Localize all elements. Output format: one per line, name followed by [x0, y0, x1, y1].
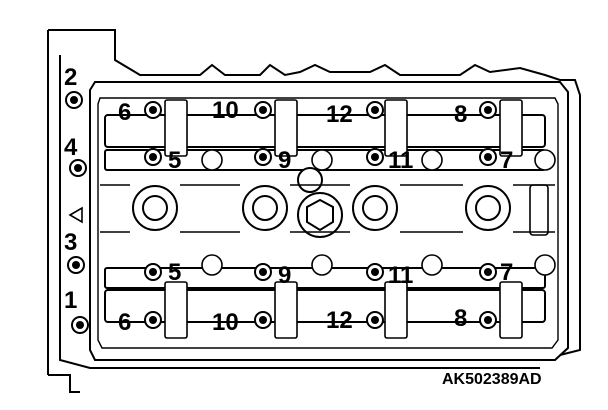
bolt-center: [484, 316, 492, 324]
bolt-label-10-lower: 10: [212, 309, 239, 336]
cam-caps: [164, 99, 523, 339]
bolt-label-9-upper: 9: [278, 147, 291, 174]
bolt-center: [76, 321, 84, 329]
cap-studs: [201, 149, 556, 276]
bolt-center: [371, 153, 379, 161]
bolt-label-6-lower: 6: [118, 309, 131, 336]
bolt-label-12-lower: 12: [326, 307, 353, 334]
bolt-center: [72, 261, 80, 269]
bolt-center: [371, 268, 379, 276]
bolt-label-9-lower: 9: [278, 262, 291, 289]
bolt-label-10-upper: 10: [212, 97, 239, 124]
bolt-label-7-lower: 7: [500, 259, 513, 286]
bolt-center: [149, 268, 157, 276]
bolt-center: [149, 153, 157, 161]
spark-plug-bores: [132, 167, 511, 238]
figure-reference-code: AK502389AD: [442, 371, 542, 388]
bolt-label-1: 1: [64, 287, 77, 314]
bolt-center: [259, 316, 267, 324]
bolt-label-7-upper: 7: [500, 147, 513, 174]
bolt-center: [371, 316, 379, 324]
bolt-label-12-upper: 12: [326, 101, 353, 128]
bolt-label-11-upper: 11: [388, 147, 413, 174]
head-outline: [47, 29, 581, 393]
bolt-center: [484, 153, 492, 161]
bolt-center: [259, 268, 267, 276]
bolt-center: [259, 153, 267, 161]
bolt-center: [149, 106, 157, 114]
bolt-center: [259, 106, 267, 114]
bolt-label-4: 4: [64, 134, 78, 161]
bolt-label-8-lower: 8: [454, 305, 467, 332]
bolt-labels: 6 10 12 8 5 9 11 7 5 9 11 7 6 10 12 8 2 …: [64, 64, 513, 336]
bolt-label-2: 2: [64, 64, 77, 91]
bolt-center: [484, 106, 492, 114]
bolt-label-5-upper: 5: [168, 147, 181, 174]
bolt-center: [70, 96, 78, 104]
bolt-center: [74, 164, 82, 172]
upper-camshaft: [104, 114, 546, 148]
center-web: [68, 184, 555, 236]
lower-camshaft: [104, 289, 546, 323]
bolt-center: [149, 316, 157, 324]
bolt-center: [484, 268, 492, 276]
bolt-label-5-lower: 5: [168, 259, 181, 286]
bolt-markers: [65, 91, 497, 334]
bolt-label-11-lower: 11: [388, 262, 413, 289]
bolt-label-3: 3: [64, 229, 77, 256]
bolt-label-6-upper: 6: [118, 99, 131, 126]
bolt-label-8-upper: 8: [454, 101, 467, 128]
bolt-center: [371, 106, 379, 114]
